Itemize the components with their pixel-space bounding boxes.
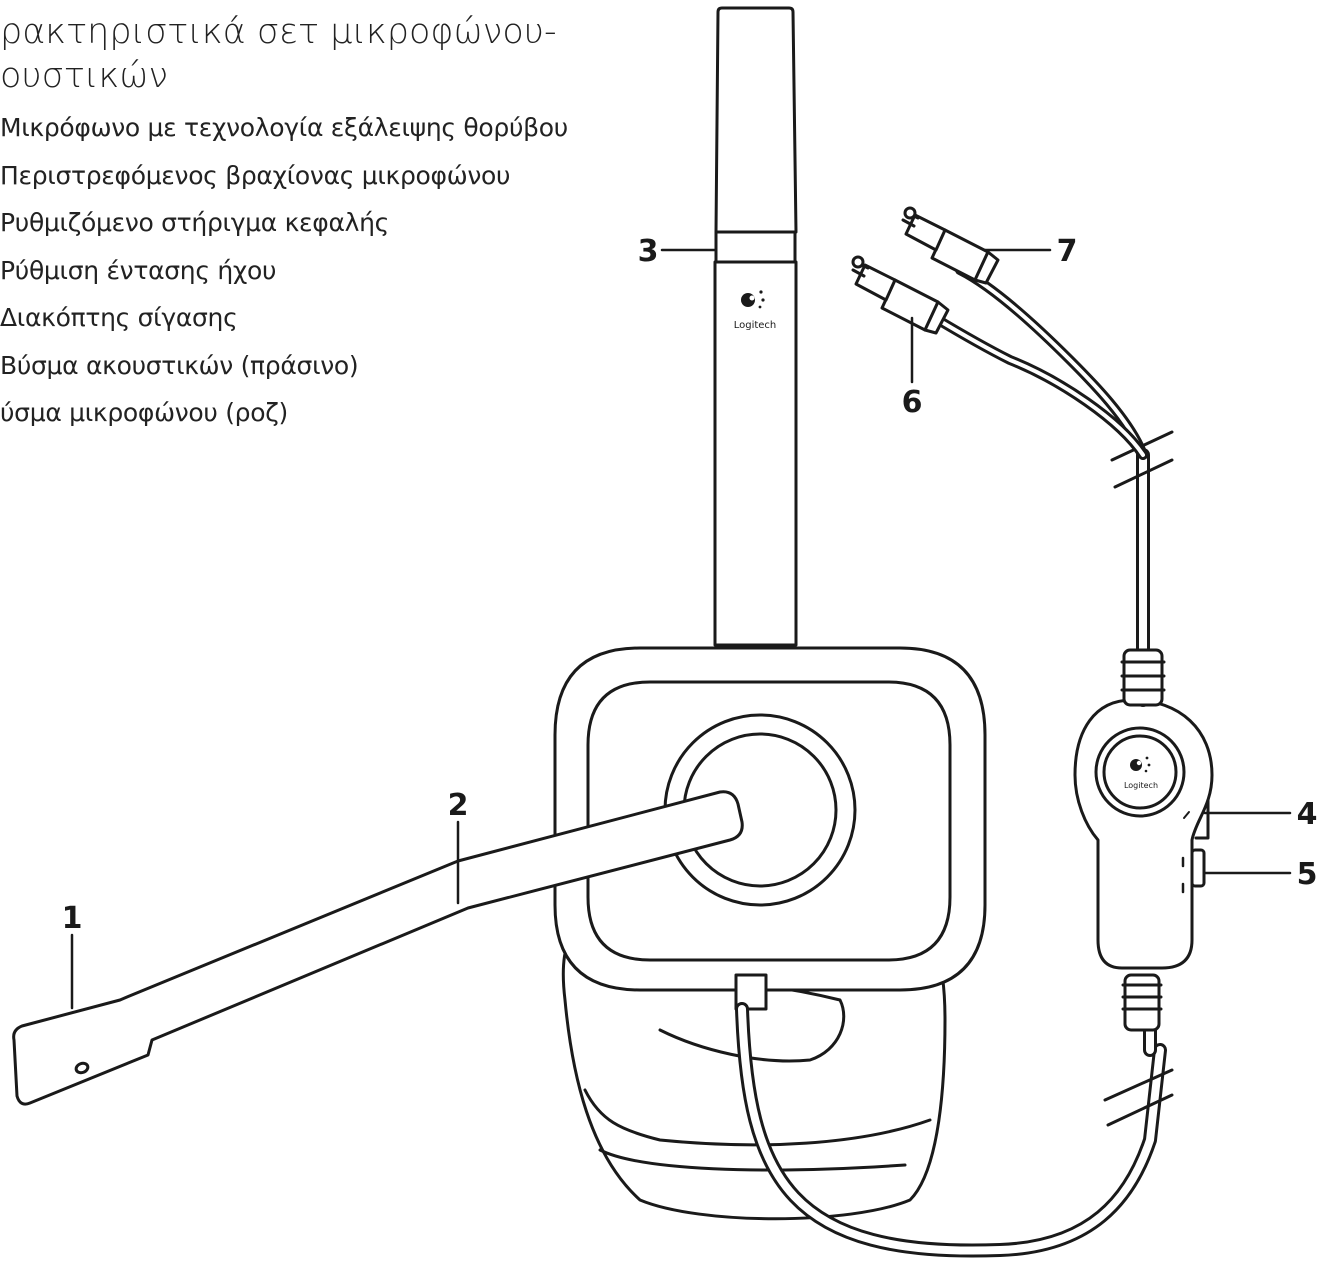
plug-cable <box>930 265 1174 707</box>
callout-4: 4 <box>1297 797 1318 832</box>
feature-item-3: Ρυθμιζόμενο στήριγμα κεφαλής <box>0 208 390 237</box>
microphone-boom <box>12 790 744 1106</box>
logo-headband-text: Logitech <box>734 320 777 331</box>
section-title-line-1: ρακτηριστικά σετ μικροφώνου- <box>0 12 557 52</box>
logo-inline-control: Logitech <box>1124 756 1158 790</box>
callout-6: 6 <box>902 385 923 420</box>
logo-headband: Logitech <box>734 290 777 331</box>
headset-cable <box>734 973 1174 1258</box>
callout-1: 1 <box>62 901 83 936</box>
section-title-line-2: ουστικών <box>0 56 169 96</box>
callout-3: 3 <box>638 234 659 269</box>
callout-7: 7 <box>1057 234 1078 269</box>
section-title: ρακτηριστικά σετ μικροφώνου- ουστικών <box>0 10 640 98</box>
callout-leaders <box>70 248 1292 1010</box>
inline-control <box>1073 698 1214 970</box>
feature-item-6: Βύσμα ακουστικών (πράσινο) <box>0 350 359 380</box>
headband <box>713 6 798 647</box>
logo-inline-control-text: Logitech <box>1124 781 1158 790</box>
feature-item-2: Περιστρεφόμενος βραχίονας μικροφώνου <box>0 160 511 190</box>
feature-item-7: ύσμα μικροφώνου (ροζ) <box>0 398 288 427</box>
headphone-plug <box>901 206 1000 285</box>
callout-5: 5 <box>1297 857 1318 892</box>
feature-item-1: Μικρόφωνο με τεχνολογία εξάλειψης θορύβο… <box>0 113 568 142</box>
microphone-plug <box>851 255 950 335</box>
feature-item-4: Ρύθμιση έντασης ήχου <box>0 255 277 285</box>
feature-list: Μικρόφωνο με τεχνολογία εξάλειψης θορύβο… <box>0 104 568 437</box>
feature-item-5: Διακόπτης σίγασης <box>0 303 238 332</box>
callout-2: 2 <box>448 788 469 823</box>
